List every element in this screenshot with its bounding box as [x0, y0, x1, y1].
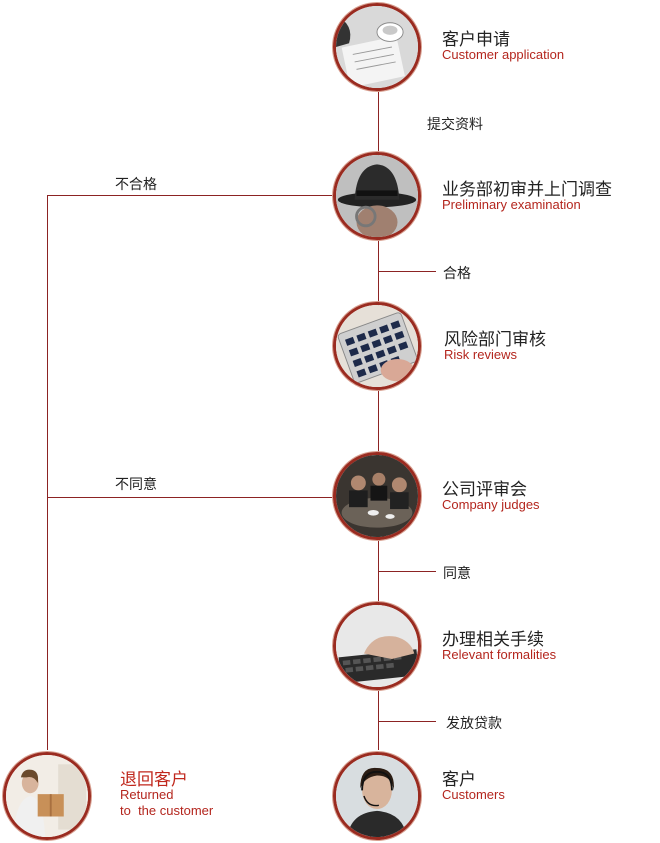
step1-photo — [333, 3, 421, 91]
calculator-icon — [336, 305, 418, 387]
step5-photo — [333, 602, 421, 690]
returned-photo — [3, 752, 91, 840]
connector-pass-label: 合格 — [443, 265, 471, 281]
disburse-tick-line — [378, 721, 436, 722]
inspector-hat-icon — [336, 155, 418, 237]
step6-subtitle: Customers — [442, 787, 505, 802]
parcel-delivery-icon — [6, 755, 88, 837]
connector-agree-label: 同意 — [443, 565, 471, 581]
connector-submit-label: 提交资料 — [427, 116, 483, 132]
step2-photo — [333, 152, 421, 240]
step5-title: 办理相关手续 — [442, 630, 544, 649]
connector-disburse-label: 发放贷款 — [446, 715, 502, 731]
step1-subtitle: Customer application — [442, 47, 565, 62]
step4-title: 公司评审会 — [442, 480, 527, 499]
returned-subtitle-line2: to the customer — [120, 803, 214, 818]
returned-subtitle-line1: Returned — [120, 787, 174, 802]
keyboard-icon — [336, 605, 418, 687]
main-vertical-line — [378, 90, 379, 750]
agree-tick-line — [378, 571, 436, 572]
left-vertical-line — [47, 195, 48, 750]
step3-subtitle: Risk reviews — [444, 347, 517, 362]
step6-photo — [333, 752, 421, 840]
step2-title: 业务部初审并上门调查 — [442, 180, 612, 199]
step3-title: 风险部门审核 — [444, 330, 546, 349]
meeting-icon — [336, 455, 418, 537]
step4-photo — [333, 452, 421, 540]
step5-subtitle: Relevant formalities — [442, 647, 557, 662]
returned-title: 退回客户 — [120, 770, 188, 789]
rejection-disagree-label: 不同意 — [115, 476, 157, 492]
fail-branch-line — [47, 195, 334, 196]
step3-photo — [333, 302, 421, 390]
step2-subtitle: Preliminary examination — [442, 197, 581, 212]
headset-agent-icon — [336, 755, 418, 837]
step6-title: 客户 — [442, 770, 476, 789]
step4-subtitle: Company judges — [442, 497, 540, 512]
pass-tick-line — [378, 271, 436, 272]
rejection-fail-label: 不合格 — [115, 176, 157, 192]
paperwork-icon — [336, 6, 418, 88]
step1-title: 客户申请 — [442, 30, 510, 49]
disagree-branch-line — [47, 497, 334, 498]
